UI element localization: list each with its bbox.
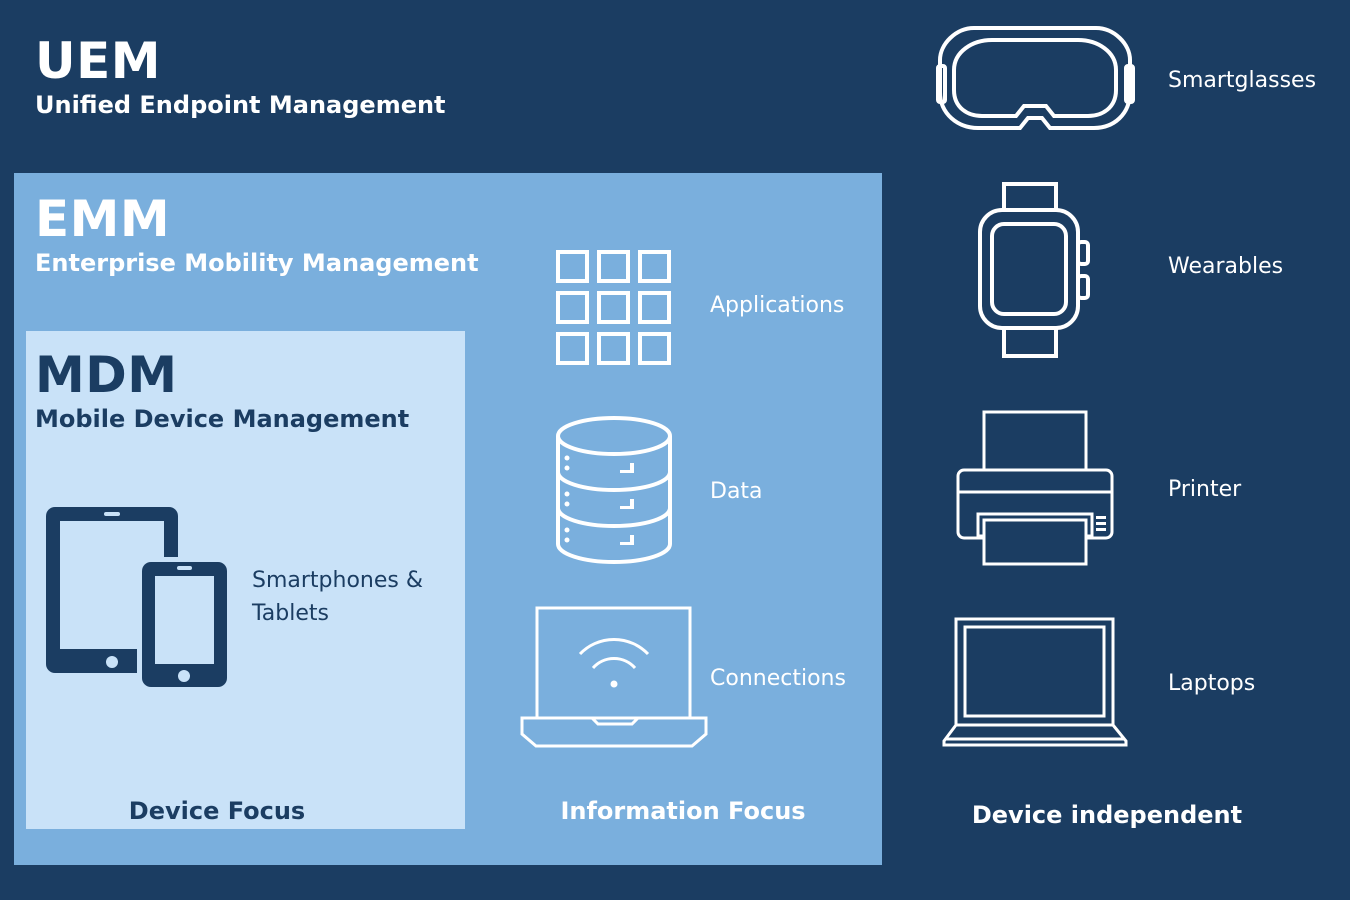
uem-subtitle: Unified Endpoint Management xyxy=(35,91,446,119)
database-icon xyxy=(556,416,672,564)
emm-item-data: Data xyxy=(710,479,763,504)
tablet-phone-icon xyxy=(46,507,235,692)
mdm-subtitle: Mobile Device Management xyxy=(35,405,410,433)
mdm-title: MDM xyxy=(35,346,178,404)
device-label-smartglasses: Smartglasses xyxy=(1168,68,1317,93)
emm-item-connections: Connections xyxy=(710,666,846,691)
device-label-laptops: Laptops xyxy=(1168,671,1256,696)
laptop-icon xyxy=(942,617,1128,747)
uem-focus-label: Device independent xyxy=(971,801,1243,829)
emm-focus-label: Information Focus xyxy=(560,797,806,825)
smartwatch-icon xyxy=(978,182,1090,358)
device-label-printer: Printer xyxy=(1168,477,1242,502)
mdm-device-label: Smartphones & Tablets xyxy=(252,564,423,630)
emm-title: EMM xyxy=(35,190,171,248)
device-label-wearables: Wearables xyxy=(1168,254,1284,279)
laptop-wifi-icon xyxy=(520,606,708,748)
mdm-device-line2: Tablets xyxy=(252,601,329,626)
printer-icon xyxy=(956,410,1114,566)
vr-headset-icon xyxy=(936,26,1135,130)
uem-title: UEM xyxy=(35,32,162,90)
app-grid-icon xyxy=(556,250,671,365)
emm-subtitle: Enterprise Mobility Management xyxy=(35,249,479,277)
mdm-focus-label: Device Focus xyxy=(128,797,306,825)
mdm-device-line1: Smartphones & xyxy=(252,568,424,593)
emm-item-applications: Applications xyxy=(710,293,845,318)
